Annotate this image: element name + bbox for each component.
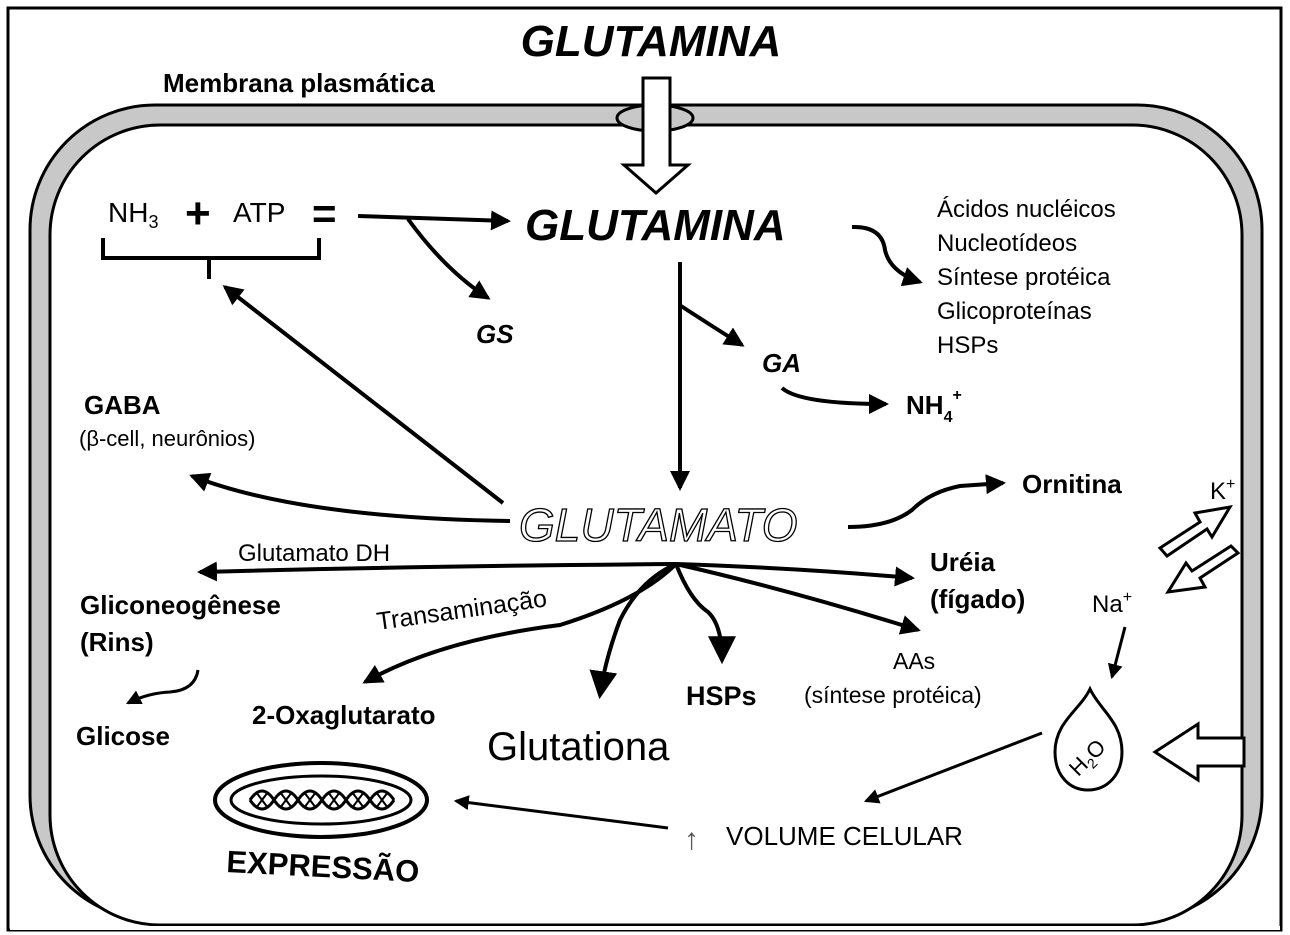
nh3-subscript: 3 <box>148 212 158 232</box>
hsps-label: HSPs <box>686 681 757 711</box>
glutamine-uptake-arrow <box>620 76 692 195</box>
equals-sign: = <box>312 190 337 237</box>
transamination-arrow <box>362 562 678 684</box>
nucleus-dna <box>213 761 429 839</box>
gs-enzyme-label: GS <box>476 319 514 349</box>
potassium-superscript: + <box>1226 476 1235 493</box>
sodium-to-water-arrow <box>1107 626 1127 680</box>
potassium-efflux-arrow <box>1157 504 1233 558</box>
glucose-label: Glicose <box>76 721 170 751</box>
ga-enzyme-label: GA <box>762 348 801 378</box>
ammonium-label: NH4 + <box>906 387 962 426</box>
product-glycoproteins: Glicoproteínas <box>937 298 1092 325</box>
ornithine-label: Ornitina <box>1022 469 1122 499</box>
urea-arrow <box>675 562 915 587</box>
water-drop <box>1053 685 1124 792</box>
product-nucleotides: Nucleotídeos <box>937 230 1077 257</box>
amino-acids-arrow <box>675 562 921 635</box>
water-influx-arrow <box>1152 721 1246 783</box>
hsps-arrow <box>674 563 736 665</box>
glutathione-arrow <box>589 562 677 700</box>
potassium-base: K <box>1210 478 1226 505</box>
potassium-label: K+ <box>1210 476 1235 505</box>
glutamate-label: GLUTAMATO <box>519 499 798 551</box>
glutamate-to-reactants-arrow <box>222 285 505 505</box>
nh3-base: NH <box>108 197 148 228</box>
glucose-arrow <box>125 669 200 705</box>
glutamate-dh-arrow <box>197 561 677 582</box>
product-hsps: HSPs <box>937 332 998 359</box>
dna-rungs <box>255 791 389 809</box>
ornithine-arrow <box>847 474 1006 529</box>
ammonium-arrow <box>780 386 889 414</box>
diagram-title: GLUTAMINA <box>521 17 782 66</box>
product-nucleic-acids: Ácidos nucléicos <box>937 196 1116 223</box>
synthesis-arrow <box>357 210 511 231</box>
sodium-label: Na+ <box>1092 589 1132 618</box>
sodium-base: Na <box>1092 591 1123 618</box>
glutamine-products-list: Ácidos nucléicos Nucleotídeos Síntese pr… <box>937 196 1116 359</box>
cell-volume-label: VOLUME CELULAR <box>726 821 963 851</box>
gluconeogenesis-label-line2: (Rins) <box>80 627 154 657</box>
ammonium-superscript: + <box>952 387 961 404</box>
urea-label-line1: Uréia <box>930 547 996 577</box>
reactant-bracket <box>101 238 321 279</box>
amino-acids-label-line1: AAs <box>893 648 935 674</box>
gs-arrow <box>406 217 491 300</box>
ammonium-base: NH <box>906 390 944 420</box>
ammonium-subscript: 4 <box>944 409 953 426</box>
gaba-detail: (β-cell, neurônios) <box>79 426 256 451</box>
glutathione-label: Glutationa <box>487 725 670 769</box>
nh3-label: NH3 <box>108 197 158 232</box>
sodium-superscript: + <box>1123 589 1132 606</box>
atp-label: ATP <box>233 197 285 228</box>
amino-acids-label-line2: (síntese protéica) <box>804 682 982 708</box>
ga-branch-arrow <box>679 304 745 347</box>
gaba-label: GABA <box>84 390 161 420</box>
intracellular-glutamine-label: GLUTAMINA <box>525 201 786 250</box>
volume-to-expression-arrow <box>453 795 669 830</box>
sodium-influx-arrow <box>1165 544 1241 594</box>
gaba-arrow <box>189 472 511 523</box>
membrane-label: Membrana plasmática <box>163 68 435 98</box>
dna-strand-b <box>248 789 396 811</box>
water-to-volume-arrow <box>863 731 1043 804</box>
volume-up-arrow: ↑ <box>684 823 699 856</box>
glutamate-dh-label: Glutamato DH <box>238 540 390 567</box>
product-protein-synthesis: Síntese protéica <box>937 264 1111 291</box>
plus-sign: + <box>185 189 211 238</box>
urea-label-line2: (fígado) <box>930 584 1025 614</box>
gluconeogenesis-label-line1: Gliconeogênese <box>80 590 281 620</box>
glutamine-products-arrow <box>851 224 923 287</box>
glutamate-branches <box>197 561 921 700</box>
oxoglutarate-label: 2-Oxaglutarato <box>252 700 436 730</box>
